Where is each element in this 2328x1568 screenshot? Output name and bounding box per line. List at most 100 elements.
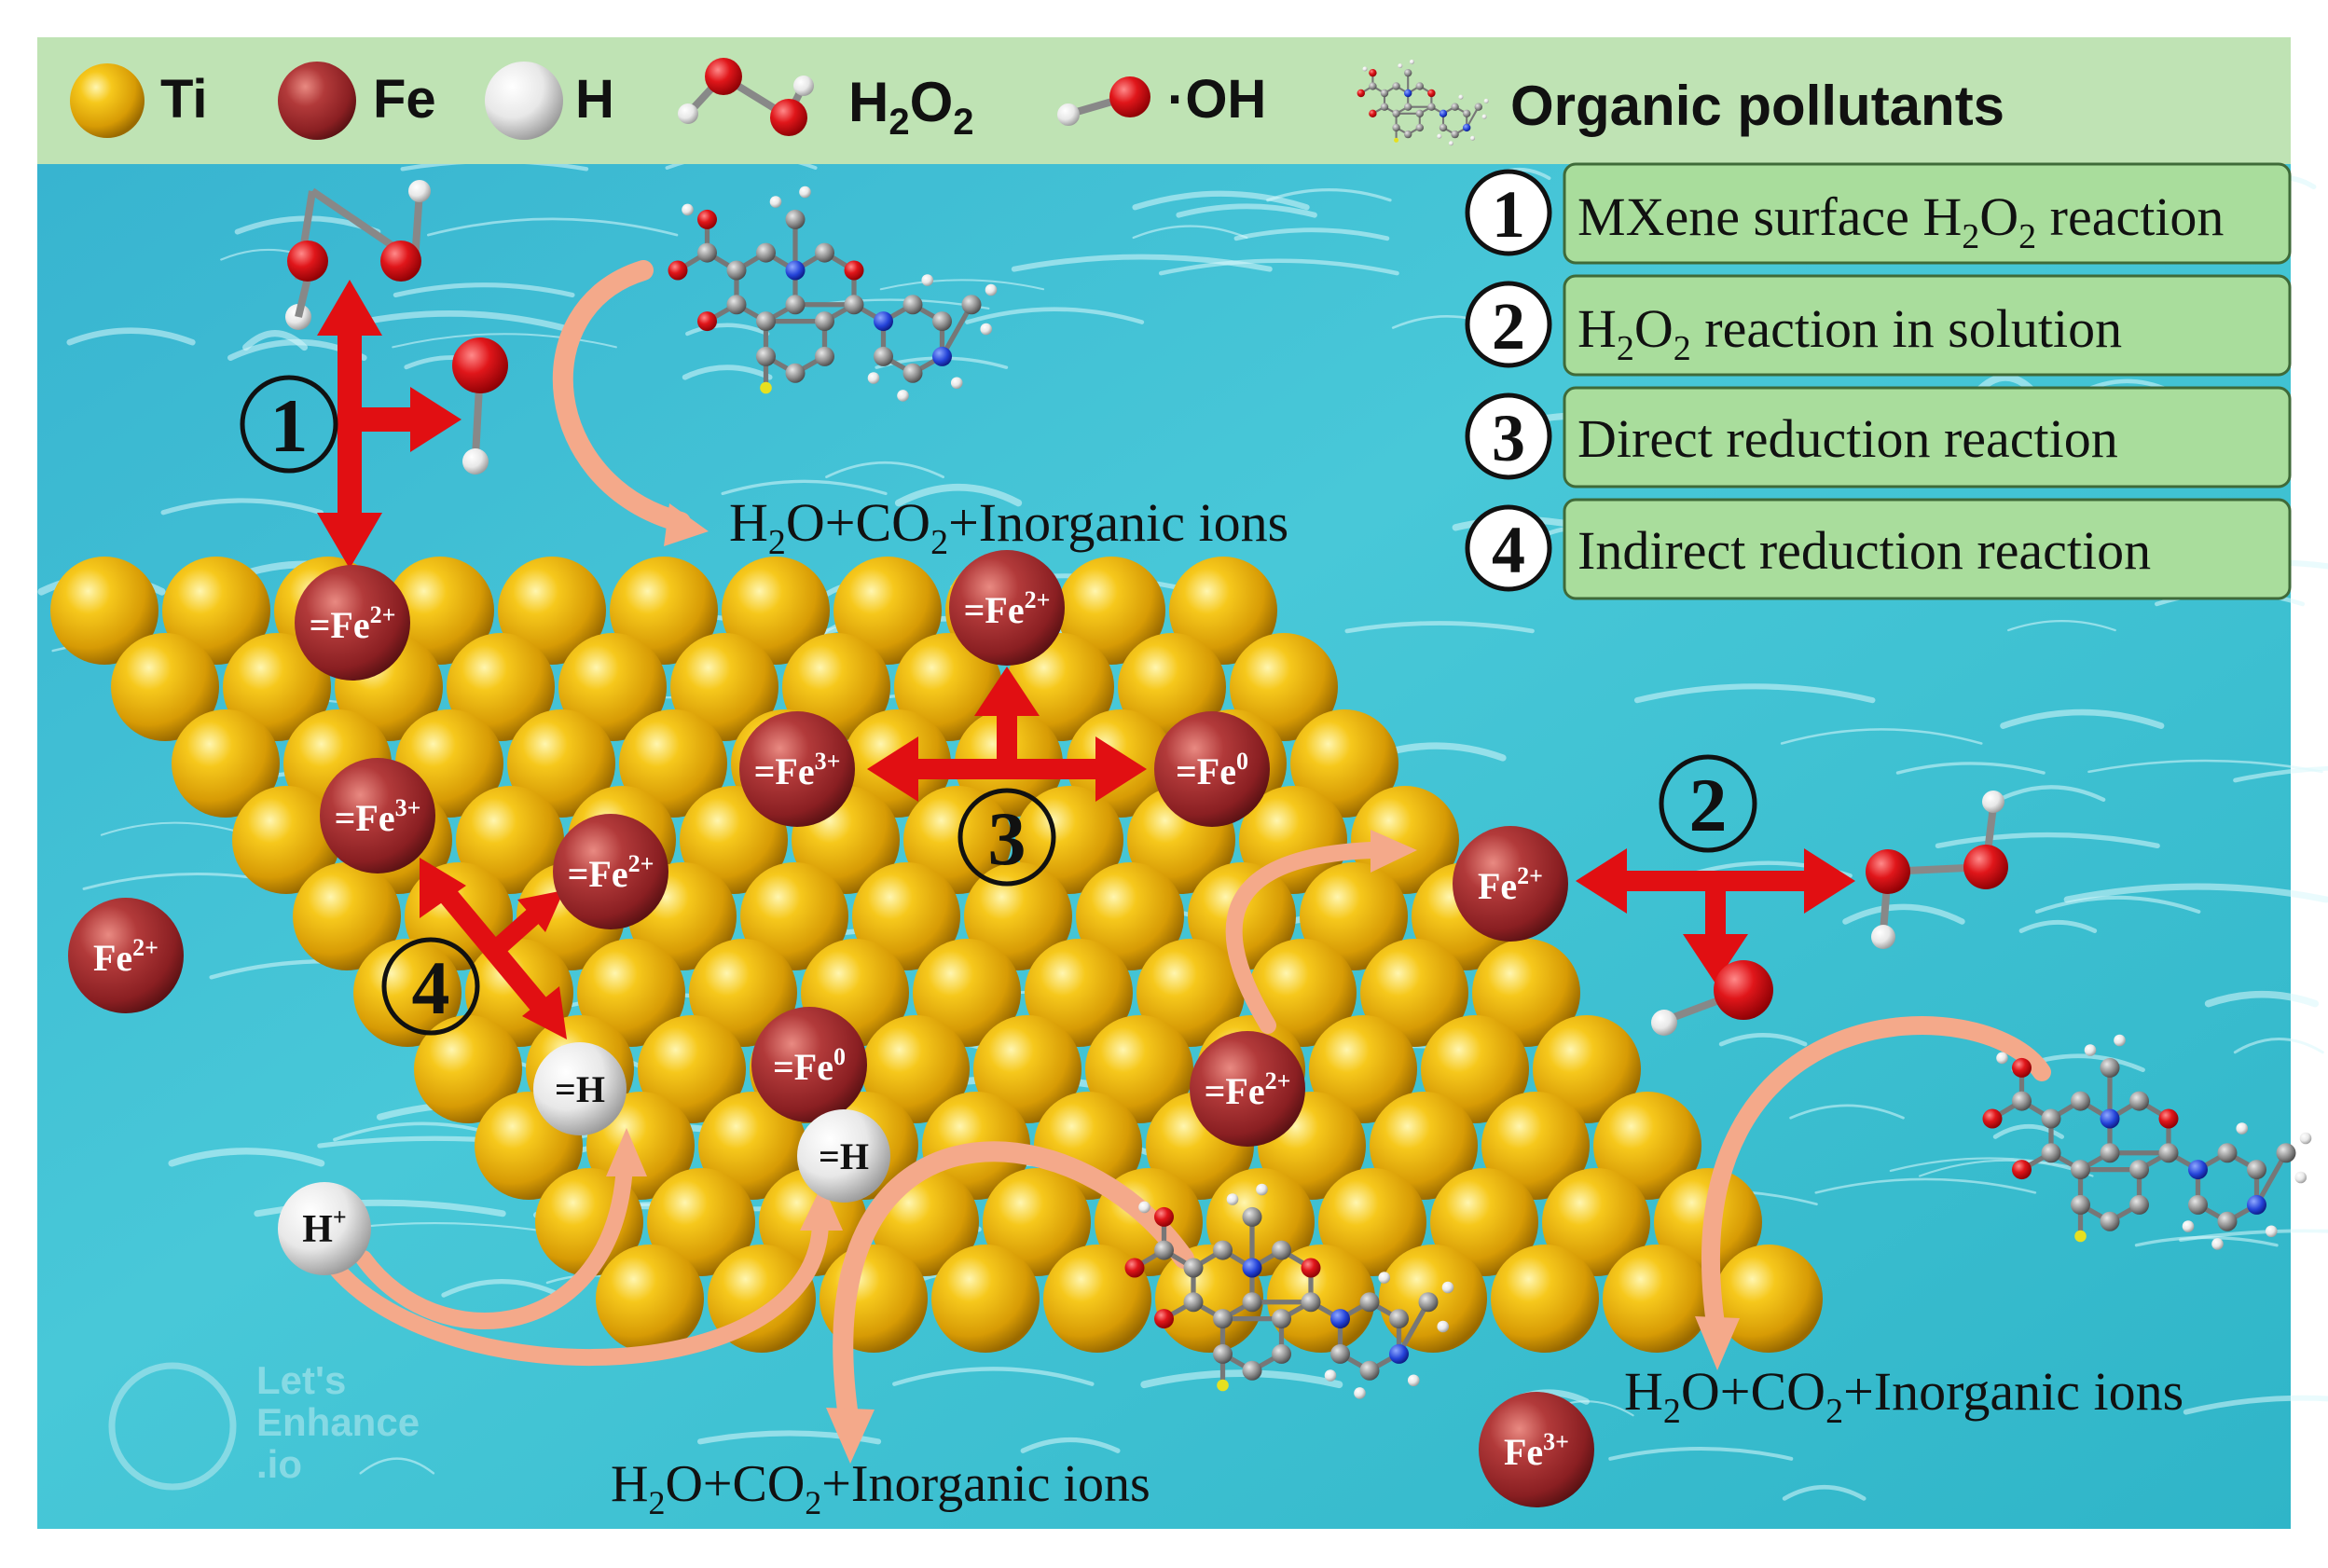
reaction-number-3: 3 [1492, 401, 1525, 475]
reaction-item-4: 4 Indirect reduction reaction [1465, 498, 2292, 600]
reaction-number-badge [240, 375, 338, 474]
pollutant-degradation-arrows [327, 260, 2051, 1464]
ti-atom [1136, 939, 1245, 1047]
diagram-reaction-numbers: 1 3 4 2 [240, 375, 1757, 1036]
ti-atom [740, 862, 848, 970]
ti-atom [223, 633, 331, 741]
ti-atom [913, 939, 1021, 1047]
reaction-number-badge [1465, 392, 1552, 480]
legend-h2o2-label: H2O2 [848, 71, 974, 143]
ti-atom [964, 862, 1072, 970]
degradation-arrow-1 [552, 260, 691, 532]
reaction-number-badge [381, 937, 480, 1036]
ti-atom [1421, 1015, 1529, 1123]
ti-atom [1542, 1168, 1650, 1276]
reaction-box-1 [1563, 162, 2292, 265]
watermark: Let's Enhance .io [108, 1358, 420, 1491]
product-label-top: H2O+CO2+Inorganic ions [729, 492, 1288, 562]
ti-atom [833, 557, 942, 665]
ti-atom [1430, 1168, 1538, 1276]
ti-atom [903, 786, 1012, 894]
ti-atom [596, 1245, 704, 1353]
legend-ti-label: Ti [160, 69, 208, 130]
legend-oh-label: ·OH [1167, 69, 1266, 130]
hydroxyl-radical-icon [1057, 76, 1150, 126]
reaction-number-badge [957, 788, 1056, 887]
ti-atom [1043, 1245, 1151, 1353]
ti-atom [172, 709, 280, 818]
fe-ions: =Fe2+ =Fe2+ =Fe3+ =Fe0 =Fe3+ =Fe2+ =Fe0 [68, 550, 1594, 1507]
organic-pollutant-molecule-icon [1357, 59, 1489, 146]
organic-pollutant-molecule-1 [668, 186, 998, 402]
surface-fe3-ion-center: =Fe3+ [739, 711, 855, 827]
hydrogen-peroxide-molecule-icon [678, 58, 814, 136]
surface-h-atom-1: =H [533, 1042, 627, 1135]
reaction-number-badge [1659, 754, 1757, 853]
svg-text:=Fe0: =Fe0 [1176, 748, 1248, 792]
ti-atom [1169, 557, 1277, 665]
ti-atom [1370, 1092, 1478, 1200]
ti-atom [1491, 1245, 1599, 1353]
svg-text:Fe3+: Fe3+ [1504, 1428, 1569, 1473]
reaction-arrows [317, 280, 1855, 1039]
surface-fe2-ion-top-center: =Fe2+ [949, 550, 1065, 666]
svg-text:Fe2+: Fe2+ [93, 934, 158, 979]
oh-radical-reaction2 [1651, 960, 1773, 1036]
ti-atom [353, 939, 461, 1047]
reaction-number-2: 2 [1492, 289, 1525, 364]
titanium-atom-icon [70, 63, 145, 138]
ti-atom [1603, 1245, 1711, 1353]
ti-atom [1057, 557, 1165, 665]
diagram-number-1: 1 [270, 383, 309, 468]
surface-fe2-ion-left: =Fe2+ [553, 814, 668, 929]
ti-atom [162, 557, 270, 665]
ti-atom [1025, 939, 1133, 1047]
ti-atom [1290, 709, 1398, 818]
hydrogen-atom-icon [485, 62, 563, 140]
reaction-number-badge [1465, 504, 1552, 592]
legend-fe: Fe [278, 62, 436, 140]
product-label-right: H2O+CO2+Inorganic ions [1624, 1361, 2183, 1431]
surface-fe0-ion-bottom: =Fe0 [751, 1007, 867, 1122]
svg-text:.io: .io [256, 1442, 302, 1486]
svg-text:Fe2+: Fe2+ [1478, 862, 1543, 907]
free-fe2-ion-left: Fe2+ [68, 898, 184, 1013]
surface-fe2-ion-top-left: =Fe2+ [295, 565, 410, 681]
ti-atom [894, 633, 1002, 741]
ti-atom [689, 939, 797, 1047]
reaction-list: 1 MXene surface H2O2 reaction 2 H2O2 rea… [1465, 162, 2292, 600]
ti-atom [50, 557, 158, 665]
svg-text:=Fe2+: =Fe2+ [1205, 1067, 1291, 1112]
iron-atom-icon [278, 62, 356, 140]
proton-h-plus: H+ [278, 1182, 371, 1275]
ti-atom [447, 633, 555, 741]
reaction-item-2: 2 H2O2 reaction in solution [1465, 274, 2292, 377]
svg-text:=Fe3+: =Fe3+ [754, 748, 841, 792]
ti-atom [638, 1015, 746, 1123]
diagram-number-4: 4 [412, 945, 450, 1030]
reaction-number-1: 1 [1492, 177, 1525, 252]
reaction-number-badge [1465, 169, 1552, 256]
ti-atom [931, 1245, 1040, 1353]
ti-atom [1085, 1015, 1193, 1123]
degradation-arrow-3 [1701, 1016, 2051, 1333]
oh-radical-reaction1 [452, 337, 508, 475]
legend-ti: Ti [70, 63, 208, 138]
ti-atom [456, 786, 564, 894]
svg-text:=Fe2+: =Fe2+ [568, 850, 654, 895]
svg-text:=Fe0: =Fe0 [773, 1043, 846, 1088]
watermark-logo-icon [108, 1362, 237, 1491]
ti-atom [1076, 862, 1184, 970]
ti-atom [1300, 862, 1408, 970]
legend-h: H [485, 62, 614, 140]
ti-atom [1230, 633, 1338, 741]
surface-h-atom-2: =H [797, 1109, 890, 1203]
ti-atom [670, 633, 778, 741]
degradation-arrow-2 [1225, 842, 1379, 1034]
organic-pollutant-molecule-3 [1124, 1183, 1454, 1399]
ti-atom [1472, 939, 1580, 1047]
ti-atom [983, 1168, 1091, 1276]
svg-text:Let's: Let's [256, 1358, 346, 1402]
ti-atom [610, 557, 718, 665]
